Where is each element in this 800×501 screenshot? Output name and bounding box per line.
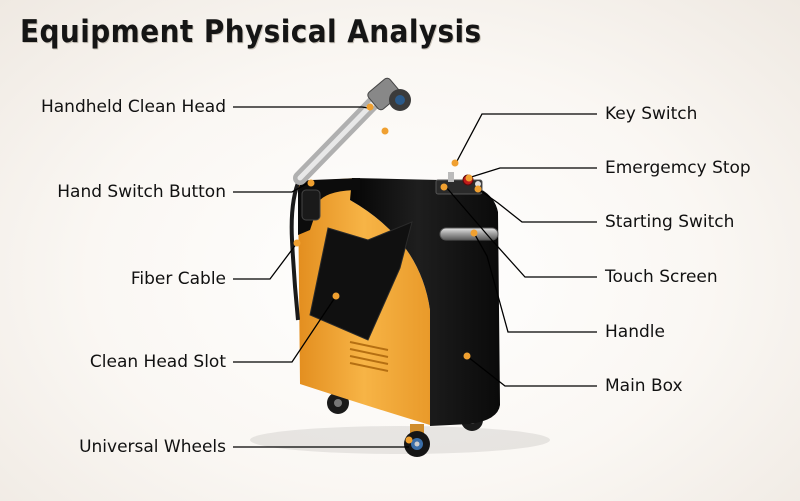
side-vents [349, 341, 389, 372]
marker-clean-head [366, 103, 374, 111]
marker-main-box [463, 352, 471, 360]
markers [293, 103, 482, 444]
leader-lines [233, 106, 597, 448]
marker-key-switch [451, 159, 459, 167]
handle-bar [439, 227, 499, 241]
starting-switch-knob [475, 181, 481, 187]
leader-fiber-cable [233, 242, 298, 280]
hand-switch-holder [301, 189, 321, 221]
leader-main-box [467, 356, 597, 387]
label-key-switch: Key Switch [605, 104, 698, 124]
marker-starting-switch [474, 185, 482, 193]
label-handle: Handle [605, 322, 665, 342]
leader-hand-switch-button [233, 181, 311, 193]
leader-handle [473, 232, 597, 333]
key-switch-body [448, 172, 454, 182]
label-emergency-stop: Emergemcy Stop [605, 158, 751, 178]
label-hand-switch-button: Hand Switch Button [57, 182, 226, 202]
fiber-cable-line [289, 177, 302, 321]
label-handheld-clean-head: Handheld Clean Head [40, 97, 226, 117]
marker-handle [470, 229, 478, 237]
label-starting-switch: Starting Switch [605, 212, 735, 232]
leader-key-switch [455, 113, 597, 164]
marker-emergency-stop [465, 174, 473, 182]
label-clean-head-slot: Clean Head Slot [89, 352, 226, 372]
marker-hand-switch [307, 179, 315, 187]
handheld-clean-head-shape [293, 77, 411, 185]
marker-fiber-cable [293, 239, 301, 247]
marker-wheels [405, 436, 413, 444]
leader-emergency-stop [467, 167, 597, 179]
floor-shadow [250, 426, 550, 454]
label-touch-screen: Touch Screen [605, 267, 718, 287]
label-fiber-cable: Fiber Cable [130, 269, 226, 289]
leader-clean-head-slot [233, 295, 337, 363]
leader-handheld-clean-head [233, 106, 369, 109]
marker-clean-head-2 [381, 127, 389, 135]
label-main-box: Main Box [605, 376, 683, 396]
marker-clean-head-slot [332, 292, 340, 300]
page-title: Equipment Physical Analysis [20, 14, 482, 50]
leader-touch-screen [445, 186, 597, 278]
marker-touch-screen [440, 183, 448, 191]
leader-starting-switch [477, 188, 597, 223]
label-universal-wheels: Universal Wheels [79, 437, 226, 457]
front-caster-wheel [404, 424, 430, 457]
clean-head-slot-box [309, 221, 413, 341]
